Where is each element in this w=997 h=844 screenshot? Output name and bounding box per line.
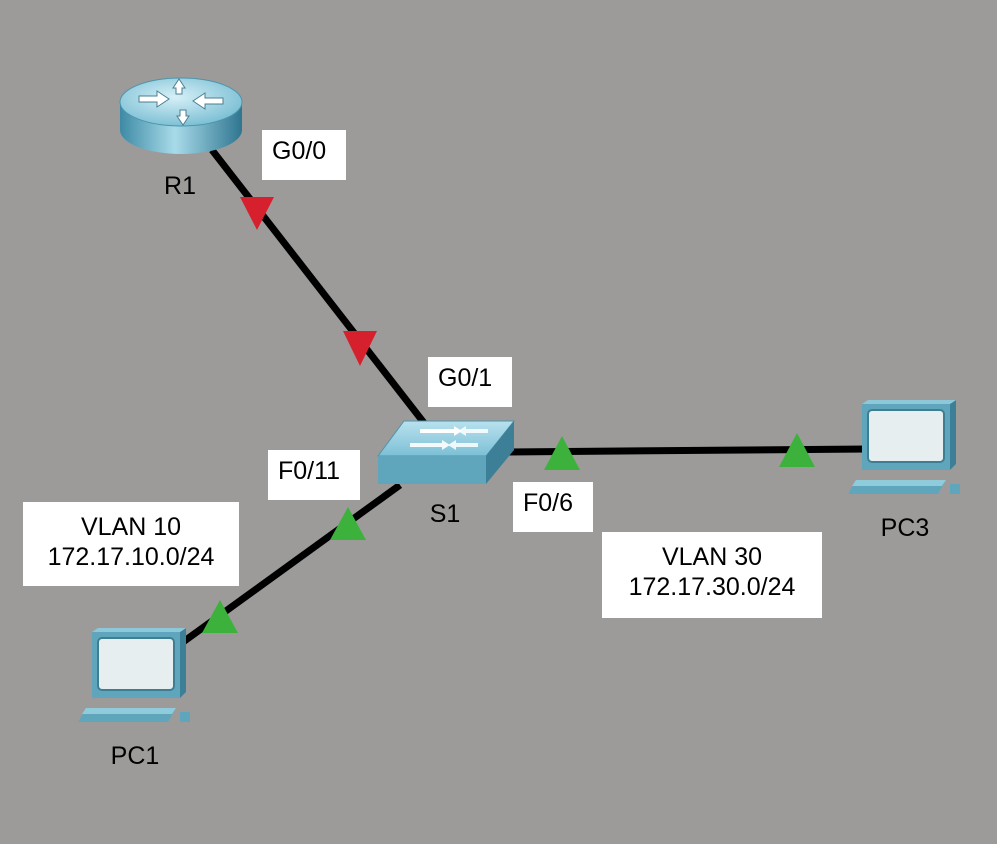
vlan30-label: VLAN 30 172.17.30.0/24 (602, 532, 822, 618)
device-name-pc3: PC3 (880, 514, 930, 542)
device-name-pc1: PC1 (110, 742, 160, 770)
router-r1[interactable] (117, 76, 245, 160)
link-up-indicator (779, 433, 815, 467)
port-label-s1-f06: F0/6 (513, 482, 593, 532)
pc-pc3[interactable] (846, 400, 966, 500)
link-up-indicator (330, 507, 366, 540)
link-r1-s1[interactable] (209, 147, 431, 431)
device-name-s1: S1 (429, 500, 461, 528)
pc-pc1[interactable] (76, 628, 196, 728)
link-down-indicator (240, 197, 274, 230)
switch-arrows-icon (410, 426, 488, 450)
link-up-indicator (202, 600, 238, 633)
port-label-s1-f011: F0/11 (268, 450, 360, 500)
router-arrows-icon (138, 78, 224, 126)
vlan30-subnet: 172.17.30.0/24 (628, 573, 796, 601)
vlan10-subnet: 172.17.10.0/24 (47, 543, 215, 571)
vlan30-name: VLAN 30 (661, 543, 763, 571)
vlan10-label: VLAN 10 172.17.10.0/24 (23, 502, 239, 586)
vlan10-name: VLAN 10 (80, 513, 182, 541)
link-up-indicator (544, 436, 580, 470)
device-name-r1: R1 (164, 172, 196, 200)
port-label-r1-g00: G0/0 (262, 130, 346, 180)
port-label-s1-g01: G0/1 (428, 357, 512, 407)
switch-s1[interactable] (376, 418, 516, 488)
link-down-indicator (343, 331, 377, 366)
